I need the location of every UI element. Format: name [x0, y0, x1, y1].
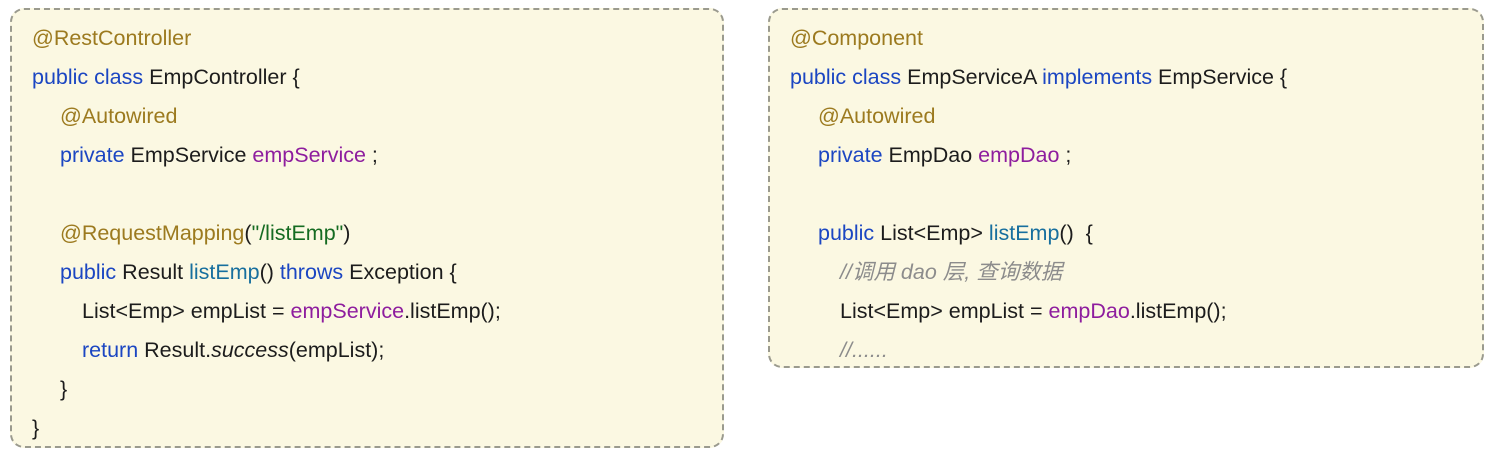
code-token-plain: List<Emp>: [874, 221, 989, 245]
code-token-plain: EmpServiceA: [901, 65, 1043, 89]
code-token-plain: () {: [1059, 221, 1093, 245]
code-token-plain: EmpService: [124, 143, 253, 167]
code-token-cmt: //调用 dao 层, 查询数据: [840, 260, 1063, 284]
code-line: List<Emp> empList = empDao.listEmp();: [790, 292, 1464, 331]
code-token-plain: Result: [116, 260, 190, 284]
code-line: [32, 175, 704, 214]
code-token-plain: (: [244, 221, 252, 245]
code-token-method: listEmp: [189, 260, 260, 284]
code-token-ann: @RequestMapping: [60, 221, 245, 245]
code-token-plain: }: [60, 377, 68, 401]
code-line: List<Emp> empList = empService.listEmp()…: [32, 292, 704, 331]
code-token-plain: ;: [365, 143, 378, 167]
code-line: private EmpDao empDao ;: [790, 136, 1464, 175]
code-token-kw: private: [818, 143, 883, 167]
code-token-plain: Result.: [138, 338, 212, 362]
code-token-cmt: //......: [840, 338, 888, 362]
code-line: public class EmpController {: [32, 58, 704, 97]
code-token-method: listEmp: [988, 221, 1060, 245]
code-token-str: "/listEmp": [251, 221, 344, 245]
code-line: @RequestMapping("/listEmp"): [32, 214, 704, 253]
code-token-field: empDao: [1048, 299, 1130, 323]
code-line: public Result listEmp() throws Exception…: [32, 253, 704, 292]
code-token-plain: Exception {: [343, 260, 457, 284]
code-token-kw: public: [60, 260, 117, 284]
code-token-plain: ): [343, 221, 351, 245]
code-line: @Component: [790, 19, 1464, 58]
code-line: }: [32, 370, 704, 409]
code-line: //调用 dao 层, 查询数据: [790, 253, 1464, 292]
code-token-plain: List<Emp> empList =: [840, 299, 1049, 323]
code-line: public class EmpServiceA implements EmpS…: [790, 58, 1464, 97]
code-token-plain: EmpDao: [882, 143, 979, 167]
code-line: @RestController: [32, 19, 704, 58]
code-line: public List<Emp> listEmp() {: [790, 214, 1464, 253]
code-token-ann: @RestController: [32, 26, 192, 50]
code-token-field: empDao: [978, 143, 1060, 167]
code-token-plain: EmpService {: [1152, 65, 1288, 89]
code-token-plain: }: [32, 416, 40, 440]
code-token-ann: @Component: [790, 26, 923, 50]
code-token-plain: .listEmp();: [404, 299, 501, 323]
code-line: [790, 175, 1464, 214]
code-token-kw: implements: [1042, 65, 1153, 89]
code-token-ann: @Autowired: [60, 104, 178, 128]
code-token-kw: return: [82, 338, 139, 362]
code-token-kw: public class: [790, 65, 902, 89]
code-token-kw: public: [818, 221, 875, 245]
code-token-static: success: [211, 338, 289, 362]
code-token-plain: (empList);: [288, 338, 385, 362]
code-token-plain: List<Emp> empList =: [82, 299, 291, 323]
code-line: return Result.success(empList);: [32, 331, 704, 370]
code-token-kw: public class: [32, 65, 144, 89]
emp-service-code-panel: @Component public class EmpServiceA imple…: [768, 8, 1484, 368]
code-line: //......: [790, 331, 1464, 370]
code-line: @Autowired: [790, 97, 1464, 136]
code-line: @Autowired: [32, 97, 704, 136]
code-token-field: empService: [290, 299, 405, 323]
code-line: private EmpService empService ;: [32, 136, 704, 175]
code-token-plain: ;: [1059, 143, 1072, 167]
code-token-plain: (): [259, 260, 280, 284]
code-token-plain: .listEmp();: [1129, 299, 1227, 323]
code-token-plain: EmpController {: [143, 65, 300, 89]
code-token-kw: private: [60, 143, 125, 167]
code-token-kw: throws: [279, 260, 344, 284]
code-token-field: empService: [252, 143, 366, 167]
emp-controller-code-panel: @RestController public class EmpControlle…: [10, 8, 724, 448]
code-line: }: [32, 409, 704, 448]
code-token-ann: @Autowired: [818, 104, 936, 128]
